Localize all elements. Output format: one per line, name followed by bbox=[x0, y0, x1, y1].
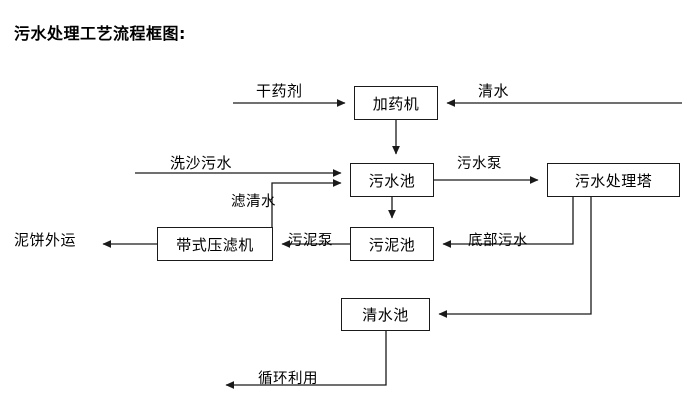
edge-clear-pool-recycle bbox=[225, 331, 387, 389]
edge-label-sewage-pump: 污水泵 bbox=[457, 156, 502, 172]
node-dosing-machine-label: 加药机 bbox=[372, 94, 420, 113]
terminal-clean-water: 清水 bbox=[478, 82, 510, 100]
page-title: 污水处理工艺流程框图: bbox=[14, 24, 186, 43]
terminal-mud-cake-transport: 泥饼外运 bbox=[14, 231, 77, 249]
edge-filtered-water-to-sewage-pool bbox=[271, 179, 342, 227]
node-sewage-pool[interactable]: 污水池 bbox=[350, 163, 434, 197]
terminal-sand-wash-sewage: 洗沙污水 bbox=[170, 154, 233, 172]
node-sewage-pool-label: 污水池 bbox=[368, 171, 416, 190]
node-belt-filter-press[interactable]: 带式压滤机 bbox=[157, 227, 273, 261]
node-sludge-pool[interactable]: 污泥池 bbox=[350, 227, 434, 261]
edge-tower-to-clear-pool bbox=[438, 197, 592, 318]
node-treatment-tower-label: 污水处理塔 bbox=[574, 171, 653, 190]
node-sludge-pool-label: 污泥池 bbox=[368, 235, 416, 254]
edge-label-sludge-pump: 污泥泵 bbox=[288, 233, 333, 249]
node-belt-filter-press-label: 带式压滤机 bbox=[176, 235, 254, 254]
terminal-dry-chemical: 干药剂 bbox=[256, 82, 303, 100]
node-dosing-machine[interactable]: 加药机 bbox=[354, 86, 438, 120]
edge-tower-bottom-sewage-to-sludge-pool bbox=[442, 197, 574, 248]
edge-label-filtered-water: 滤清水 bbox=[231, 194, 276, 210]
node-clear-water-pool-label: 清水池 bbox=[362, 306, 409, 324]
node-clear-water-pool[interactable]: 清水池 bbox=[341, 298, 430, 331]
node-treatment-tower[interactable]: 污水处理塔 bbox=[547, 163, 680, 197]
edge-label-bottom-sewage: 底部污水 bbox=[468, 233, 528, 249]
edge-label-recycle-use: 循环利用 bbox=[258, 371, 318, 387]
